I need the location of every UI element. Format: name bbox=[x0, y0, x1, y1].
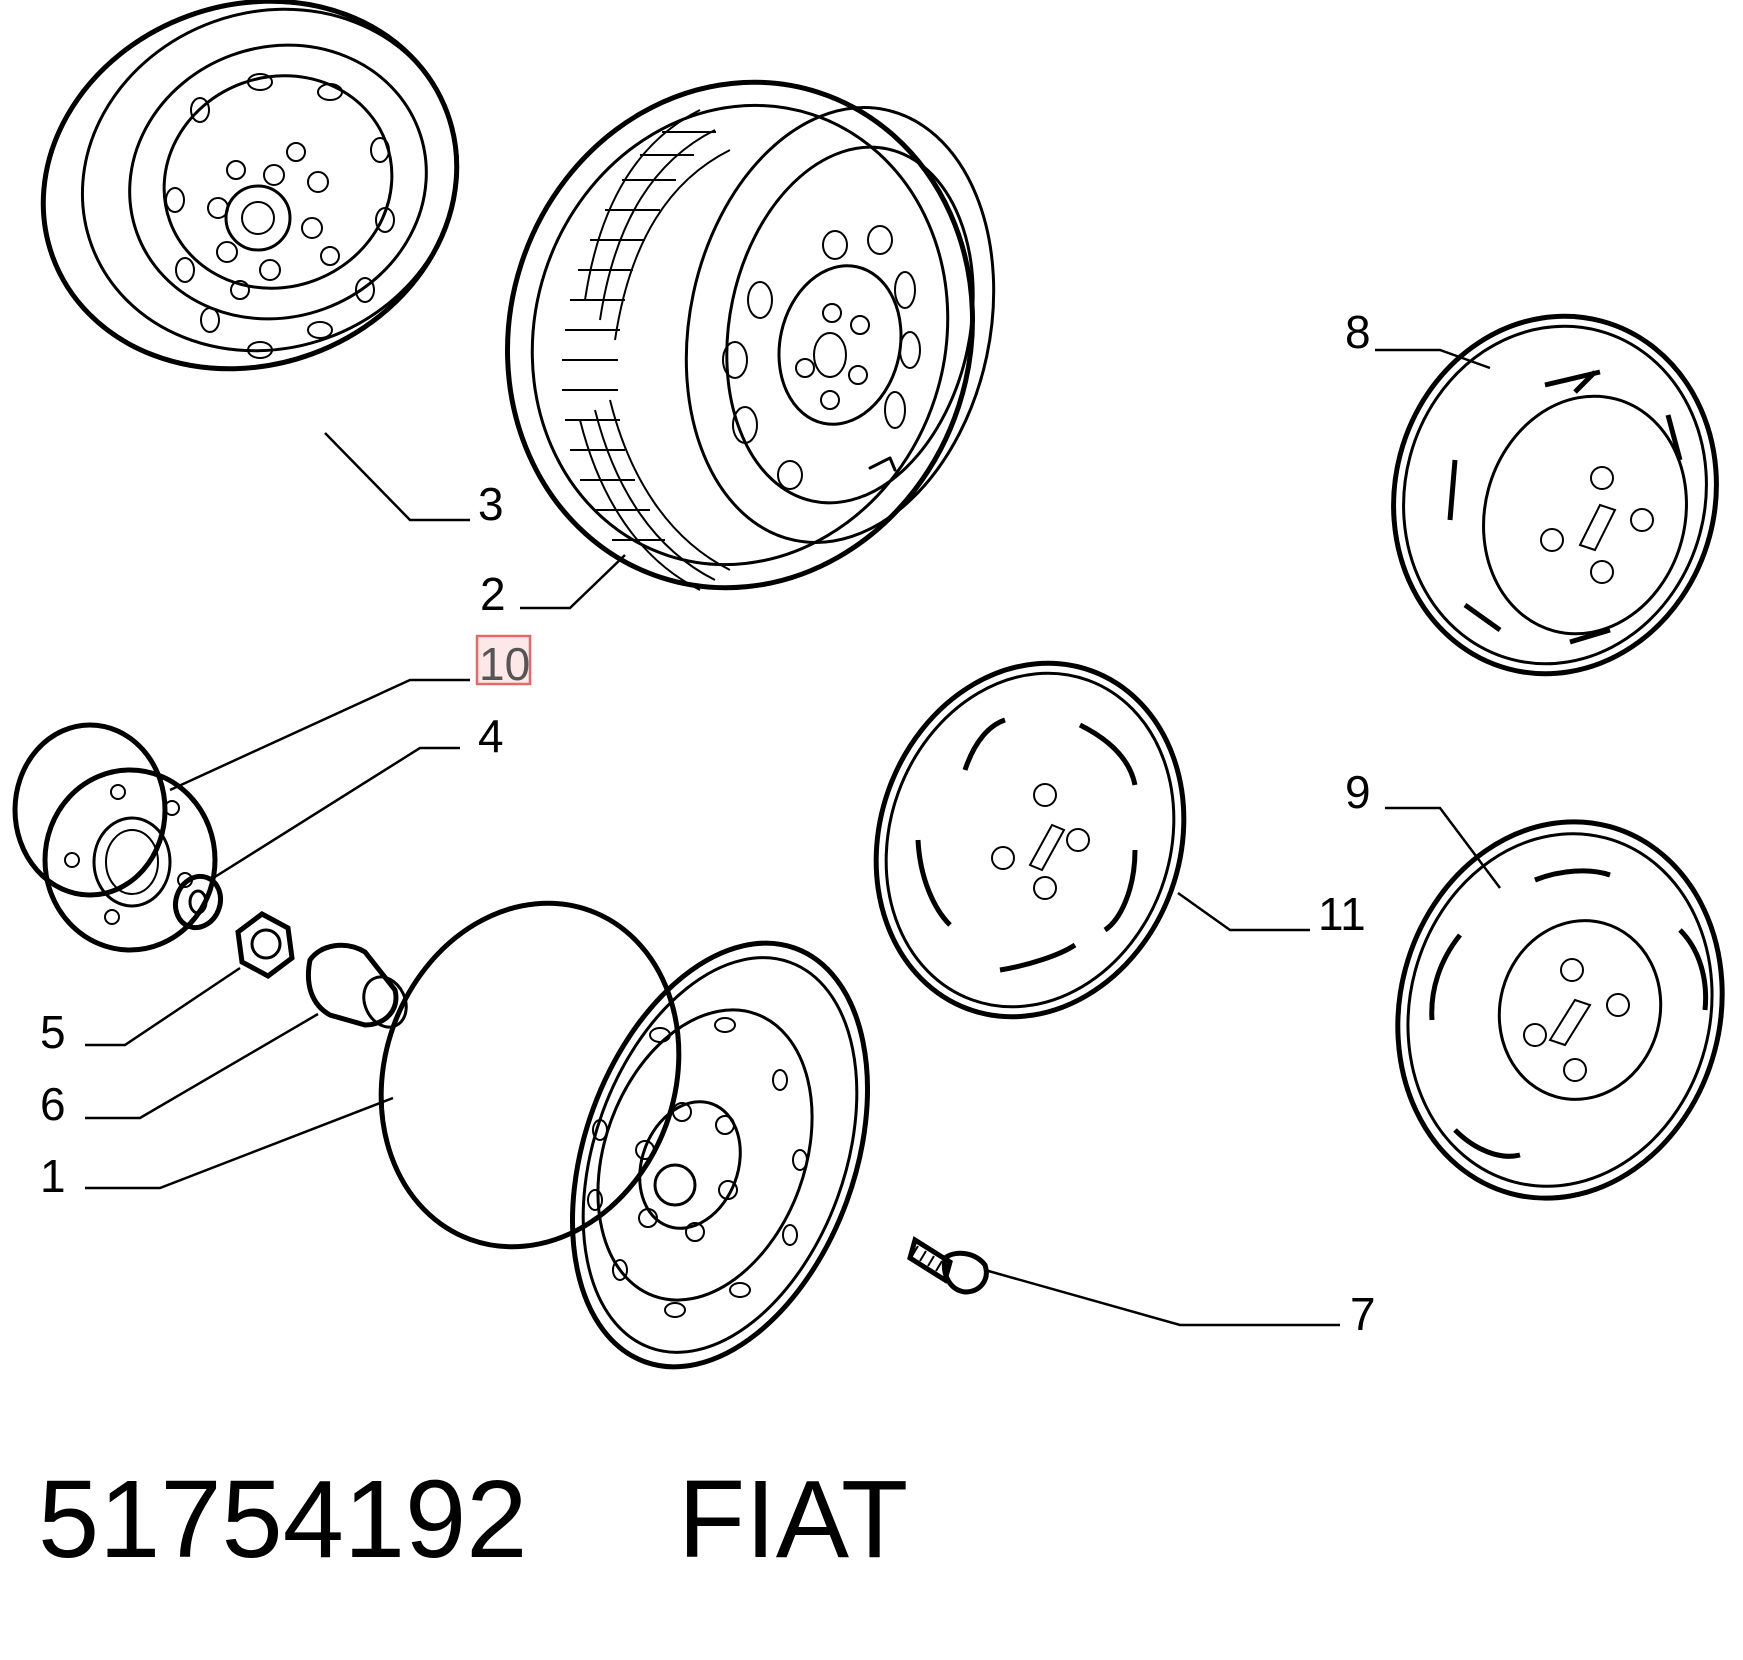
callout-8: 8 bbox=[1345, 306, 1371, 358]
wheel-bolt-part-6 bbox=[305, 942, 408, 1029]
tyre-and-wheel-part-2 bbox=[504, 79, 996, 591]
hub-cap-part-9 bbox=[1395, 819, 1725, 1201]
callout-10: 10 bbox=[479, 638, 530, 690]
wheel-hub-part-10 bbox=[12, 722, 218, 953]
leader-11 bbox=[1177, 891, 1310, 932]
washer-part-4 bbox=[172, 873, 224, 931]
leader-7 bbox=[984, 1268, 1340, 1327]
leader-1 bbox=[85, 1096, 394, 1190]
leader-8 bbox=[1375, 348, 1491, 370]
part-number-caption: 51754192 bbox=[38, 1458, 527, 1581]
leader-10 bbox=[169, 678, 470, 792]
callout-10-highlight bbox=[475, 634, 532, 686]
callout-2: 2 bbox=[480, 568, 506, 620]
leader-3 bbox=[324, 432, 470, 522]
callout-3: 3 bbox=[478, 478, 504, 530]
leader-lines bbox=[85, 348, 1501, 1327]
leader-9 bbox=[1385, 806, 1501, 889]
leader-5 bbox=[85, 966, 241, 1047]
callout-4: 4 bbox=[478, 710, 504, 762]
brand-caption: FIAT bbox=[678, 1458, 908, 1581]
valve-part-7 bbox=[907, 1236, 989, 1295]
leader-6 bbox=[85, 1012, 319, 1120]
hub-cap-part-8 bbox=[1391, 313, 1719, 677]
leader-2 bbox=[520, 554, 626, 610]
callout-5: 5 bbox=[40, 1006, 66, 1058]
wheel-nut-part-5 bbox=[235, 911, 295, 979]
steel-wheel-part-3 bbox=[40, 0, 460, 372]
callout-9: 9 bbox=[1345, 766, 1371, 818]
callout-7: 7 bbox=[1350, 1288, 1376, 1340]
callout-6: 6 bbox=[40, 1078, 66, 1130]
hub-cap-part-11 bbox=[873, 660, 1187, 1020]
callout-11: 11 bbox=[1318, 888, 1366, 940]
callout-1: 1 bbox=[40, 1150, 66, 1202]
leader-4 bbox=[209, 746, 460, 882]
steel-wheel-part-1 bbox=[378, 900, 870, 1370]
